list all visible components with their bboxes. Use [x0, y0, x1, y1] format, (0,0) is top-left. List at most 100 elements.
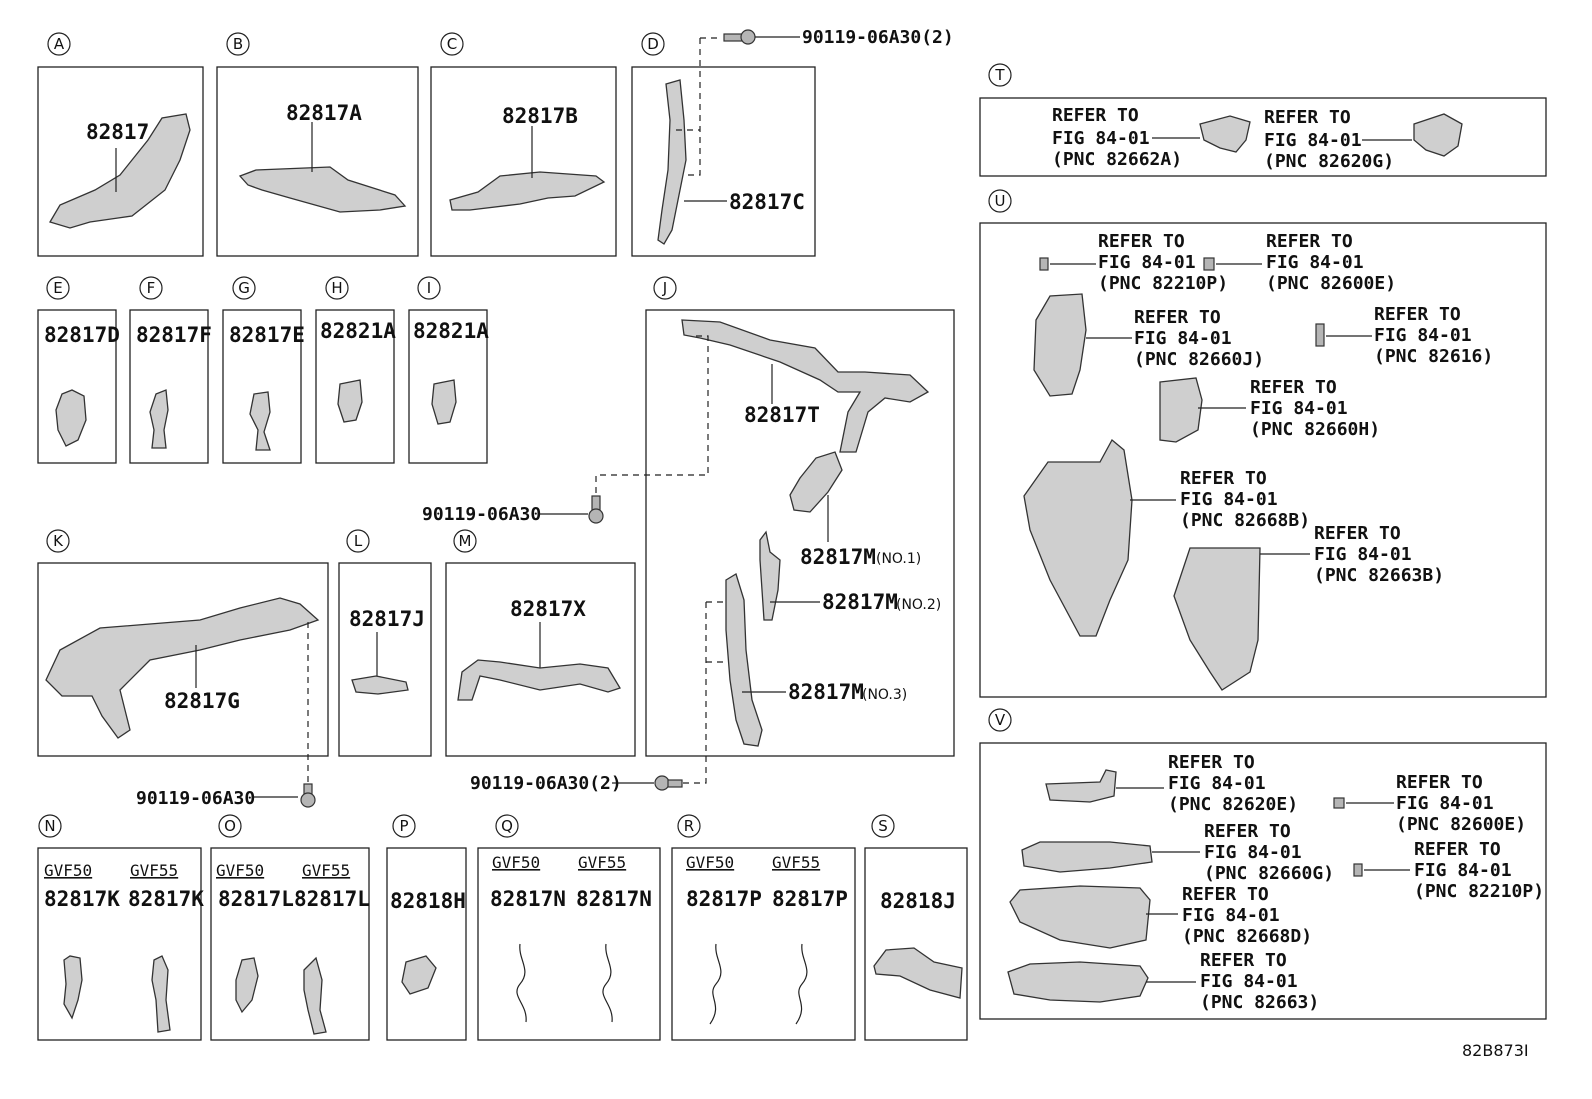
pnc-label: (PNC 82668B) — [1180, 510, 1310, 531]
bracket-82817 — [49, 113, 191, 229]
duct-82817m-no3 — [725, 573, 763, 747]
part-number: 82818H — [390, 889, 466, 913]
sensor-82620g — [1413, 113, 1463, 157]
pnc-label: (PNC 82620G) — [1264, 151, 1394, 172]
part-number: 82817E — [229, 323, 305, 347]
refer-label: REFER TO — [1168, 752, 1255, 773]
fastener-label: 90119-06A30(2) — [802, 27, 954, 48]
module-82660g — [1021, 841, 1153, 873]
variant-label: GVF55 — [578, 853, 626, 872]
pnc-label: (PNC 82660H) — [1250, 419, 1380, 440]
part-number: 82817N — [576, 887, 652, 911]
duct-82817m-no1 — [789, 451, 843, 513]
refer-label: FIG 84-01 — [1250, 398, 1348, 419]
clip-82817n-gvf55 — [602, 943, 613, 1023]
refer-label: REFER TO — [1396, 772, 1483, 793]
clip-82821a-alt — [431, 379, 457, 425]
section-letter-n: N — [44, 817, 55, 835]
clip-82817p-gvf55 — [795, 943, 808, 1025]
section-letter-a: A — [54, 35, 65, 53]
duct-82817g — [45, 597, 320, 739]
refer-label: REFER TO — [1182, 884, 1269, 905]
variant-label: GVF50 — [686, 853, 734, 872]
refer-label: FIG 84-01 — [1266, 252, 1364, 273]
clip-82817l-gvf50 — [235, 957, 259, 1014]
section-letter-b: B — [233, 35, 243, 53]
pnc-label: (PNC 82600E) — [1396, 814, 1526, 835]
junction-block-82668d — [1009, 885, 1151, 949]
section-letter-g: G — [238, 279, 250, 297]
variant-label: GVF55 — [130, 861, 178, 880]
part-number: 82817M — [800, 545, 876, 569]
clip-82817k-gvf50 — [63, 955, 83, 1020]
refer-label: REFER TO — [1266, 231, 1353, 252]
part-number: 82817 — [86, 120, 149, 144]
pnc-label: (PNC 82616) — [1374, 346, 1493, 367]
section-letter-j: J — [662, 279, 667, 297]
part-number: 82817A — [286, 101, 362, 125]
clip-82817d — [55, 389, 87, 447]
section-letter-q: Q — [501, 817, 513, 835]
clip-82817k-gvf55 — [151, 955, 171, 1033]
variant-label: GVF50 — [492, 853, 540, 872]
refer-label: FIG 84-01 — [1396, 793, 1494, 814]
part-number: 82817L — [294, 887, 370, 911]
connector-82620e — [1045, 769, 1117, 803]
refer-label: REFER TO — [1052, 105, 1139, 126]
section-letter-t: T — [994, 66, 1005, 84]
pnc-label: (PNC 82668D) — [1182, 926, 1312, 947]
clip-82817n-gvf50 — [516, 943, 527, 1023]
part-number: 82817P — [772, 887, 848, 911]
cover-82663 — [1007, 961, 1149, 1003]
cover-82663b — [1173, 547, 1261, 691]
part-number: 82821A — [413, 319, 489, 343]
diagram-code: 82B873I — [1462, 1041, 1529, 1060]
fastener-label: 90119-06A30 — [136, 788, 255, 809]
refer-label: FIG 84-01 — [1168, 773, 1266, 794]
part-note: (NO.1) — [876, 551, 921, 567]
part-number: 82817K — [44, 887, 120, 911]
section-letter-k: K — [53, 532, 64, 550]
pad-82818h — [401, 955, 437, 995]
clip-82817e — [249, 391, 271, 451]
refer-label: FIG 84-01 — [1264, 130, 1362, 151]
section-letter-i: I — [427, 279, 431, 297]
section-letter-s: S — [878, 817, 888, 835]
part-number: 82817P — [686, 887, 762, 911]
fastener-label: 90119-06A30(2) — [470, 773, 622, 794]
section-letter-v: V — [995, 711, 1006, 729]
pnc-label: (PNC 82210P) — [1098, 273, 1228, 294]
part-number: 82817T — [744, 403, 820, 427]
bolt-icon — [723, 29, 756, 45]
fuse-icon — [1315, 323, 1325, 347]
refer-label: REFER TO — [1250, 377, 1337, 398]
variant-label: GVF55 — [302, 861, 350, 880]
part-number: 82817K — [128, 887, 204, 911]
refer-label: FIG 84-01 — [1098, 252, 1196, 273]
section-letter-o: O — [224, 817, 236, 835]
part-number: 82817L — [218, 887, 294, 911]
relay-icon — [1039, 257, 1049, 271]
relay-icon — [1203, 257, 1215, 271]
refer-label: REFER TO — [1134, 307, 1221, 328]
relay-icon — [1333, 797, 1345, 809]
pnc-label: (PNC 82662A) — [1052, 149, 1182, 170]
module-82660j — [1033, 293, 1087, 397]
part-number: 82817X — [510, 597, 586, 621]
part-note: (NO.3) — [862, 687, 907, 703]
bracket-82817a — [238, 166, 407, 213]
clip-82817l-gvf55 — [303, 956, 327, 1035]
part-number: 82817N — [490, 887, 566, 911]
bolt-icon — [588, 495, 604, 524]
section-letter-c: C — [447, 35, 457, 53]
section-letter-r: R — [684, 817, 694, 835]
clip-82817j — [351, 675, 409, 695]
refer-label: FIG 84-01 — [1414, 860, 1512, 881]
section-letter-e: E — [53, 279, 62, 297]
refer-label: REFER TO — [1098, 231, 1185, 252]
pnc-label: (PNC 82620E) — [1168, 794, 1298, 815]
section-letter-u: U — [995, 192, 1006, 210]
fastener-label: 90119-06A30 — [422, 504, 541, 525]
refer-label: FIG 84-01 — [1204, 842, 1302, 863]
section-letter-l: L — [354, 532, 363, 550]
